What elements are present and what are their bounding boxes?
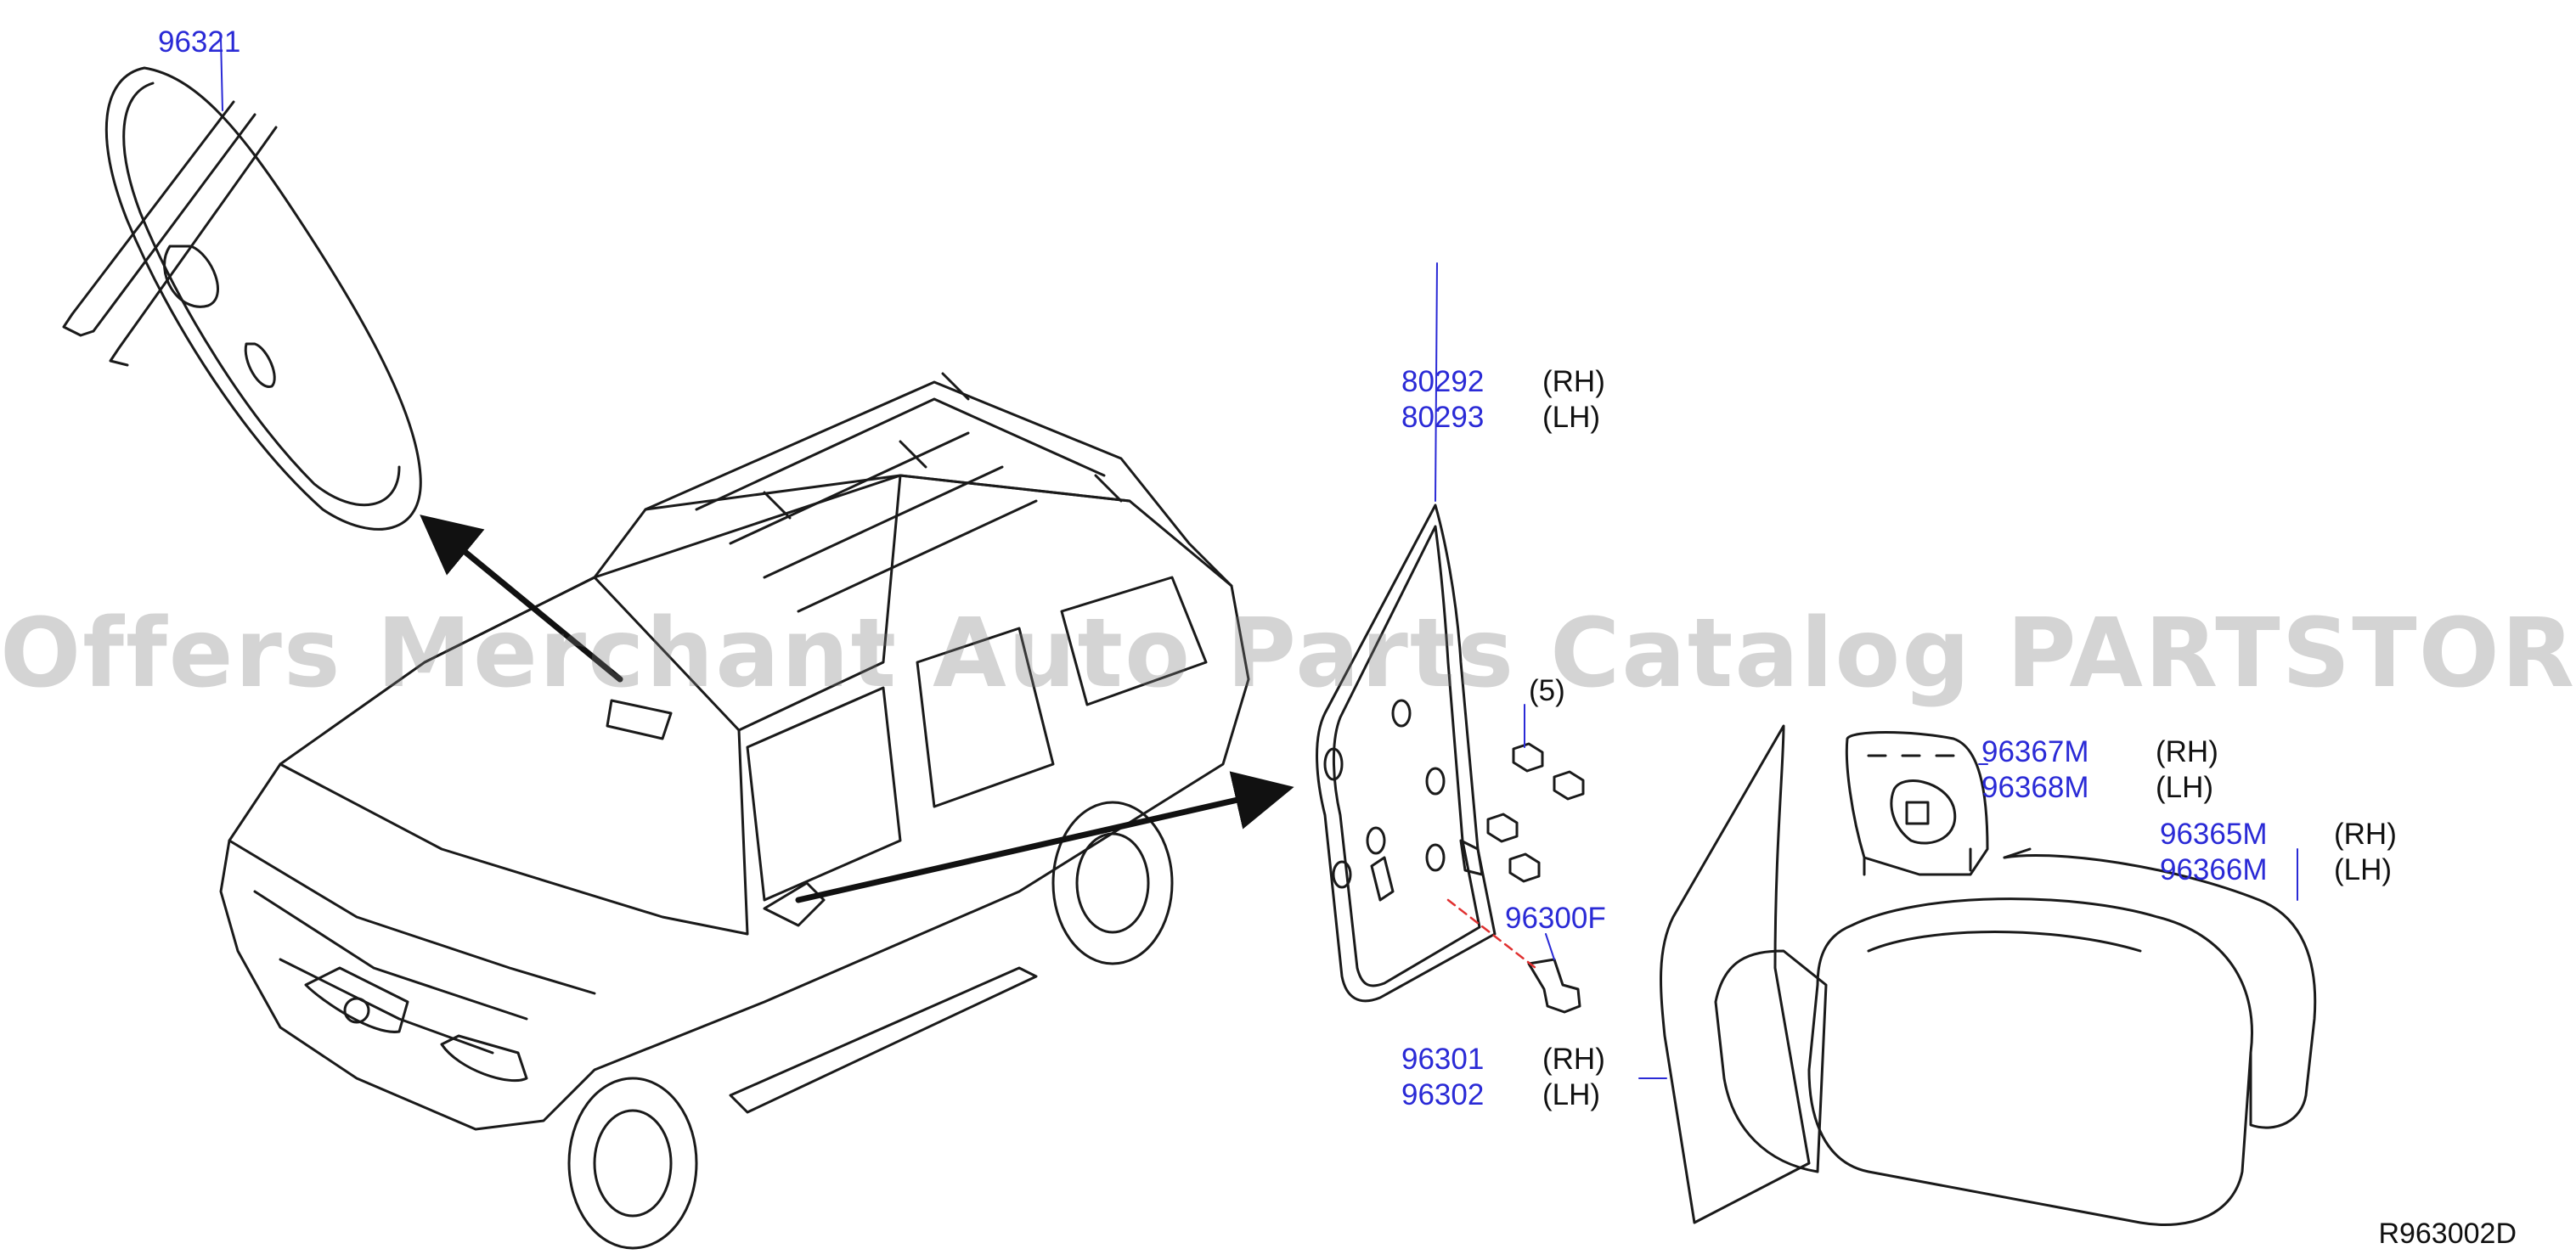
arrow-to-inside-mirror bbox=[420, 515, 623, 683]
part-number-96321[interactable]: 96321 bbox=[158, 25, 241, 59]
part-number-96300f[interactable]: 96300F bbox=[1505, 902, 1606, 935]
side-label-96301: (RH) bbox=[1542, 1043, 1605, 1076]
mirror-finisher-drawing bbox=[1316, 262, 1497, 1003]
arrow-to-door-mirror bbox=[795, 771, 1294, 903]
part-number-80292[interactable]: 80292 bbox=[1401, 365, 1485, 398]
nuts-drawing bbox=[1486, 704, 1585, 883]
side-label-80293: (LH) bbox=[1542, 401, 1601, 434]
side-label-96302: (LH) bbox=[1542, 1078, 1601, 1111]
part-number-96365m[interactable]: 96365M bbox=[2160, 818, 2268, 851]
side-label-96366m: (LH) bbox=[2334, 853, 2393, 886]
part-number-80293[interactable]: 80293 bbox=[1401, 401, 1485, 434]
nut-quantity: (5) bbox=[1529, 674, 1565, 707]
part-number-96366m[interactable]: 96366M bbox=[2160, 853, 2268, 886]
fastener-drawing bbox=[1446, 898, 1581, 1014]
side-label-80292: (RH) bbox=[1542, 365, 1605, 398]
part-number-96301[interactable]: 96301 bbox=[1401, 1043, 1485, 1076]
part-number-96367m[interactable]: 96367M bbox=[1981, 735, 2089, 768]
inside-mirror-drawing bbox=[62, 37, 422, 531]
side-label-96365m: (RH) bbox=[2334, 818, 2397, 851]
side-label-96368m: (LH) bbox=[2156, 771, 2214, 804]
vehicle-drawing bbox=[219, 372, 1250, 1250]
door-mirror-drawing bbox=[1638, 724, 2317, 1226]
part-number-96368m[interactable]: 96368M bbox=[1981, 771, 2089, 804]
diagram-reference: R963002D bbox=[2378, 1218, 2517, 1250]
part-number-96302[interactable]: 96302 bbox=[1401, 1078, 1485, 1111]
side-label-96367m: (RH) bbox=[2156, 735, 2218, 768]
